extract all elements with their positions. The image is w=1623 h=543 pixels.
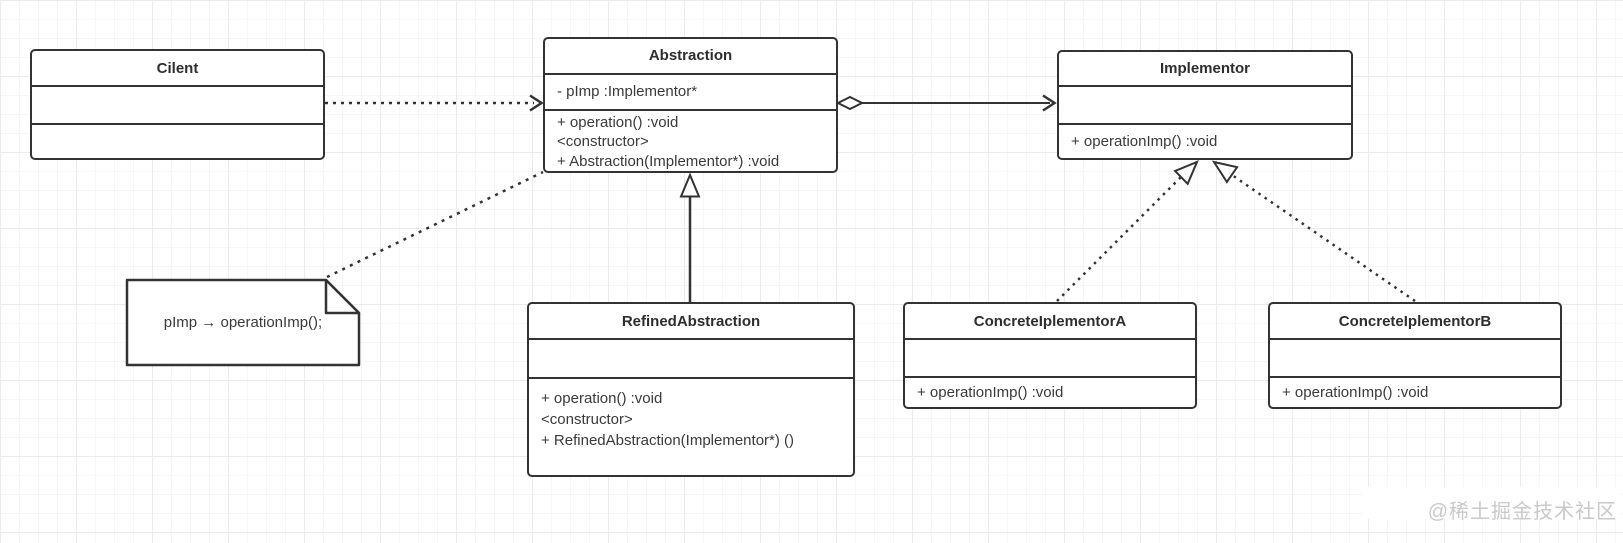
methods-compartment: + operationImp() :void [1270,376,1560,407]
method-line: + operationImp() :void [1071,133,1218,150]
methods-compartment: + operation() :void <constructor> + Refi… [529,377,853,475]
attributes-compartment [32,85,323,123]
attributes-compartment: - pImp :Implementor* [545,72,836,109]
class-title: Abstraction [648,47,733,65]
realization-line-concrete-a [1056,176,1182,302]
note-anchor-line [326,170,544,279]
methods-compartment: + operation() :void <constructor> + Abst… [545,108,836,172]
attribute-line: - pImp :Implementor* [557,83,698,101]
methods-compartment: + operationImp() :void [1059,123,1351,158]
attributes-compartment [905,338,1195,376]
realization-triangle-b-icon [1211,160,1239,184]
aggregation-open-arrow-icon [1042,94,1057,112]
attributes-compartment [529,338,853,377]
methods-compartment: + operationImp() :void [905,376,1195,407]
method-line: + Abstraction(Implementor*) :void [557,152,780,170]
realization-triangle-a-icon [1173,160,1199,186]
class-box-refined-abstraction[interactable]: RefinedAbstraction + operation() :void <… [527,302,855,477]
dependency-open-arrow-icon [529,94,544,112]
class-box-concrete-iplementor-a[interactable]: ConcreteIplementorA + operationImp() :vo… [903,302,1197,409]
class-box-cilent[interactable]: Cilent [30,49,325,160]
class-box-abstraction[interactable]: Abstraction - pImp :Implementor* + opera… [543,37,838,173]
class-title: ConcreteIplementorA [973,312,1127,330]
method-line: <constructor> [557,133,649,150]
class-title: Implementor [1159,60,1250,77]
method-line: + operationImp() :void [917,384,1064,401]
watermark-text: @稀土掘金技术社区 [1427,501,1617,523]
class-title: RefinedAbstraction [621,312,761,330]
aggregation-diamond-icon [835,95,865,111]
class-title: ConcreteIplementorB [1338,312,1492,330]
generalization-triangle-icon [679,172,701,198]
attributes-compartment [1270,338,1560,376]
class-title: Cilent [156,59,199,77]
method-line: + operationImp() :void [1282,384,1429,401]
method-line: + operation() :void [557,113,679,131]
class-box-concrete-iplementor-b[interactable]: ConcreteIplementorB + operationImp() :vo… [1268,302,1562,409]
watermark-white-smudge [1362,487,1620,519]
method-line: + operation() :void [541,390,663,407]
note-text: pImp → operationImp(); [163,314,323,331]
realization-line-concrete-b [1231,173,1416,303]
method-line: <constructor> [541,411,633,428]
class-box-implementor[interactable]: Implementor + operationImp() :void [1057,50,1353,160]
attributes-compartment [1059,85,1351,123]
method-line: + RefinedAbstraction(Implementor*) () [541,432,795,449]
methods-compartment [32,123,323,158]
